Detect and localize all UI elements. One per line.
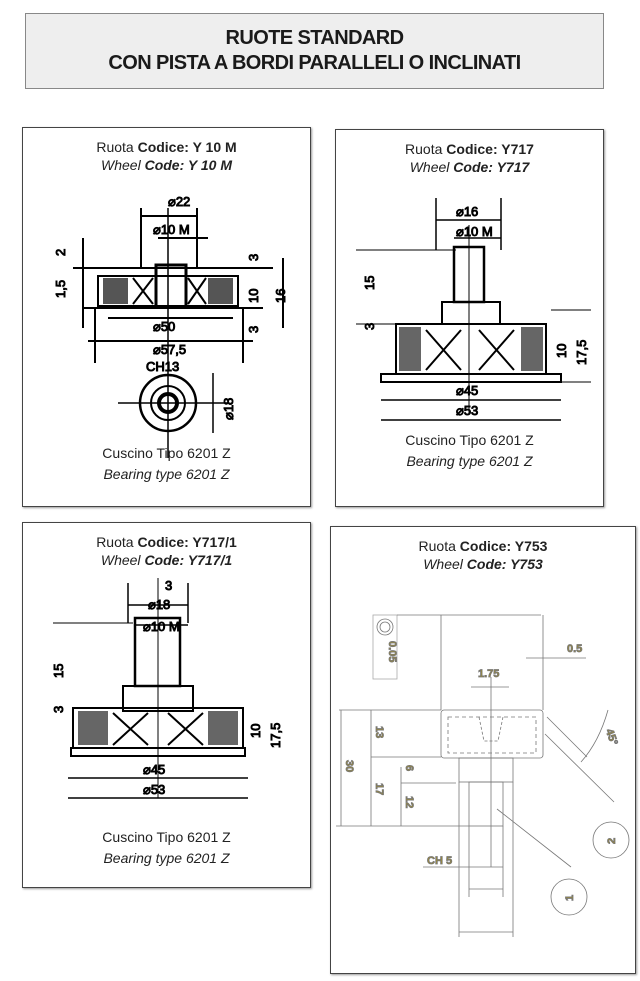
dim-label: ⌀10 M: [143, 619, 180, 634]
callout-2: 2: [606, 838, 618, 844]
dim-label: ⌀50: [153, 319, 175, 334]
header-title-line2: CON PISTA A BORDI PARALLELI O INCLINATI: [108, 52, 521, 74]
dim-label: ⌀16: [456, 204, 478, 219]
page-header: RUOTE STANDARD CON PISTA A BORDI PARALLE…: [25, 13, 604, 89]
dim-label: ⌀45: [456, 383, 478, 398]
dim-label: 15: [51, 664, 66, 678]
dim-label: 17: [373, 783, 385, 795]
dim-label: 3: [165, 578, 172, 593]
wheel-title: Ruota Codice: Y753 Wheel Code: Y753: [418, 538, 548, 572]
dim-label: ⌀53: [456, 403, 478, 418]
wheel-card-y753: Ruota Codice: Y753 Wheel Code: Y753 0.05…: [330, 526, 636, 974]
dim-label: 12: [403, 796, 415, 808]
wheel-card-y717-1: Ruota Codice: Y717/1 Wheel Code: Y717/1 …: [22, 522, 311, 888]
dim-label: 2: [53, 249, 68, 256]
wheel-card-y10m: Ruota Codice: Y 10 M Wheel Code: Y 10 M …: [22, 127, 311, 507]
dim-label: 15: [362, 276, 377, 290]
tolerance-label: 0.05: [386, 641, 398, 662]
dim-label: 3: [362, 323, 377, 330]
technical-drawing: ⌀16 ⌀10 M 15 3 10 17,5 ⌀45 ⌀53: [356, 198, 591, 421]
dim-label: 17,5: [268, 723, 283, 748]
dim-label: 3: [51, 706, 66, 713]
dim-label: ⌀22: [168, 194, 190, 209]
wheel-title: Ruota Codice: Y717/1 Wheel Code: Y717/1: [96, 534, 237, 568]
callout-1: 1: [564, 895, 576, 901]
dim-label: 1.75: [478, 668, 499, 680]
dim-label: 6: [403, 765, 415, 771]
wheel-title: Ruota Codice: Y 10 M Wheel Code: Y 10 M: [96, 139, 237, 173]
angle-label: 45°: [603, 727, 620, 747]
dim-label: 13: [373, 726, 385, 738]
dim-label: ⌀57,5: [153, 342, 186, 357]
dim-label: ⌀10 M: [456, 224, 493, 239]
dim-label: 10: [248, 724, 263, 738]
dim-label: 3: [246, 254, 261, 261]
dim-label: 3: [246, 326, 261, 333]
dim-label: CH 5: [427, 855, 452, 867]
dim-label: 17,5: [574, 340, 589, 365]
technical-drawing: 3 ⌀18 ⌀10 M 15 3 10 17,5 ⌀45 ⌀53: [51, 578, 284, 799]
dim-label: 30: [343, 760, 355, 772]
dim-label: 0.5: [567, 643, 582, 655]
dim-label: 10: [554, 344, 569, 358]
dim-label: ⌀53: [143, 782, 165, 797]
dim-label: ⌀10 M: [153, 222, 190, 237]
wheel-title: Ruota Codice: Y717 Wheel Code: Y717: [405, 141, 534, 175]
dim-label: ⌀18: [148, 597, 170, 612]
dim-label: ⌀18: [221, 398, 236, 420]
dim-label: CH13: [146, 359, 179, 374]
header-title-line1: RUOTE STANDARD: [225, 27, 404, 49]
dim-label: 1,5: [53, 280, 68, 298]
dim-label: 16: [273, 289, 288, 303]
technical-drawing: ⌀22 ⌀10 M 2 1,5 3 10 16 3 ⌀50 ⌀57,5 CH13…: [53, 194, 289, 458]
dim-label: ⌀45: [143, 762, 165, 777]
dim-label: 10: [246, 289, 261, 303]
technical-drawing: 0.05 0.5 1.75 13 30 6 17 12 45° CH 5 1 2: [336, 614, 630, 937]
wheel-card-y717: Ruota Codice: Y717 Wheel Code: Y717 ⌀16 …: [335, 129, 604, 507]
